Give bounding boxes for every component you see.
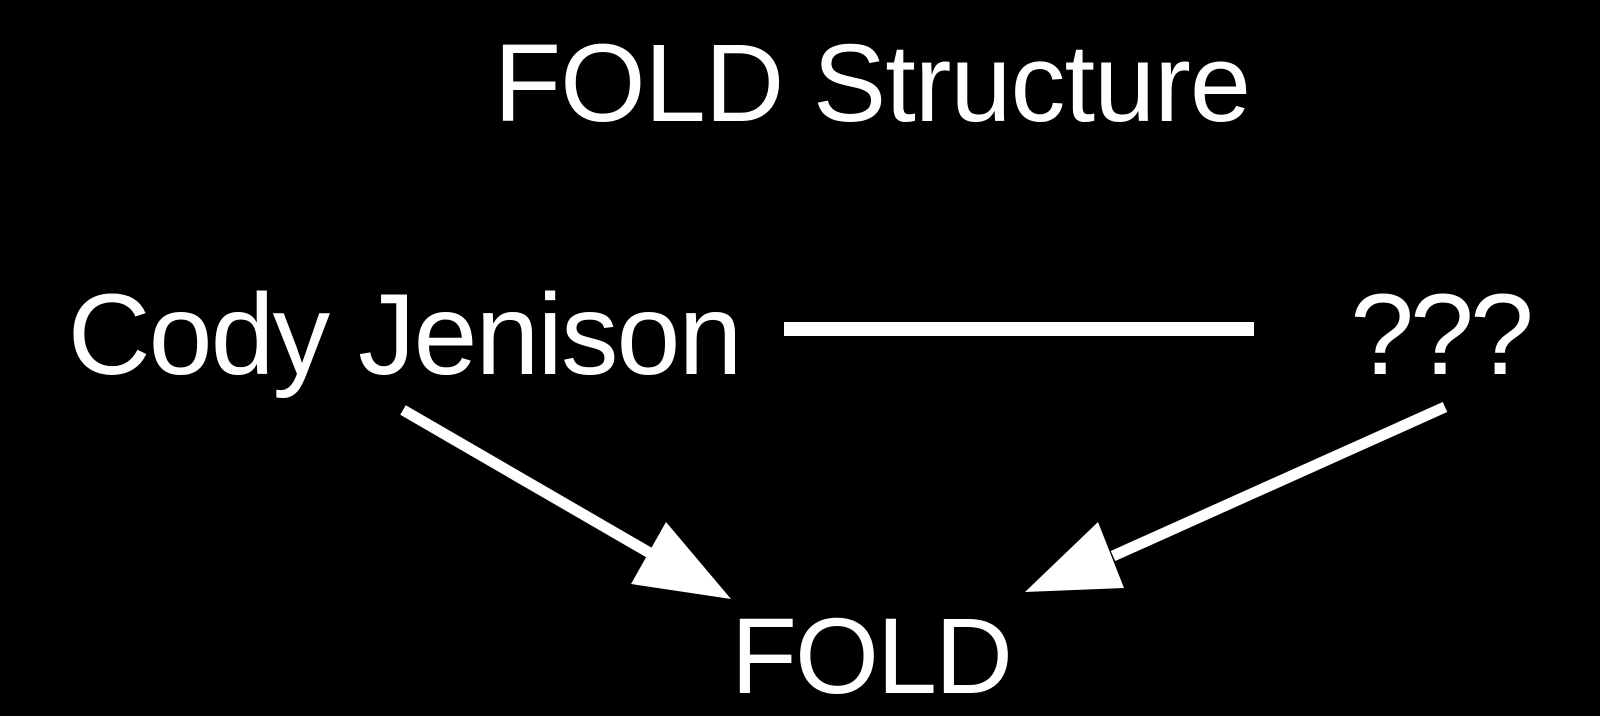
arrow-cody-to-fold-shaft bbox=[400, 405, 658, 561]
arrow-cody-to-fold bbox=[400, 405, 731, 599]
node-fold: FOLD bbox=[730, 595, 1013, 716]
arrow-unknown-to-fold bbox=[1025, 401, 1448, 592]
arrow-cody-to-fold-head bbox=[631, 522, 731, 599]
arrow-unknown-to-fold-head bbox=[1025, 522, 1124, 592]
arrow-unknown-to-fold-shaft bbox=[1110, 401, 1448, 562]
node-cody-jenison: Cody Jenison bbox=[67, 271, 743, 399]
node-unknown: ??? bbox=[1350, 271, 1534, 399]
diagram-title: FOLD Structure bbox=[493, 22, 1251, 145]
